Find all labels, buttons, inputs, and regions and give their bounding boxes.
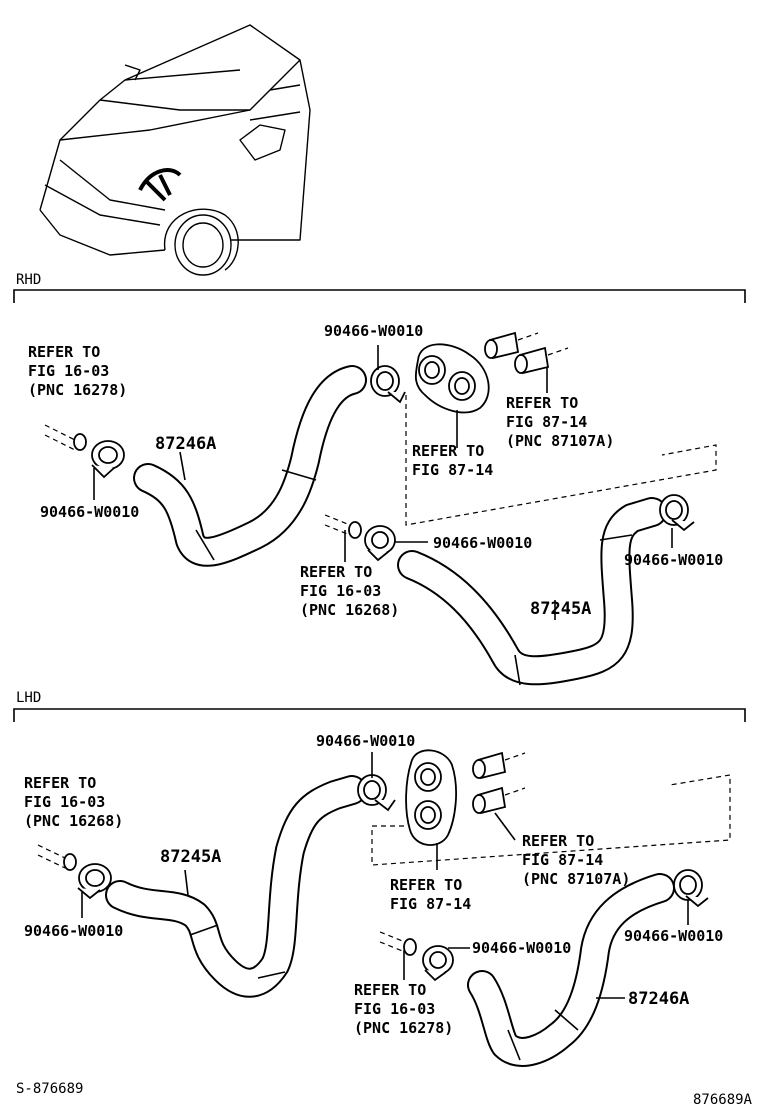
lhd-dashed-outline <box>371 774 731 866</box>
lhd-pipe-mid <box>379 931 417 956</box>
ref-line: REFER TO <box>522 832 594 850</box>
ref-line: FIG 87-14 <box>412 461 493 479</box>
lhd-ref-mid: REFER TO FIG 16-03 (PNC 16278) <box>354 981 453 1037</box>
rhd-clamp-top <box>370 365 406 404</box>
lhd-clamp-left <box>77 863 112 900</box>
rhd-grommet <box>414 343 490 414</box>
lhd-clamp-mid-label: 90466-W0010 <box>472 939 571 957</box>
lhd-ref-left: REFER TO FIG 16-03 (PNC 16268) <box>24 774 123 830</box>
ref-line: REFER TO <box>28 343 100 361</box>
ref-line: (PNC 16268) <box>24 812 123 830</box>
ref-line: REFER TO <box>354 981 426 999</box>
rhd-pipe-left <box>44 424 87 451</box>
rhd-hose-b-label: 87245A <box>530 599 591 619</box>
ref-line: (PNC 16268) <box>300 601 399 619</box>
rhd-section-bracket <box>13 289 746 303</box>
rhd-clamp-top-label: 90466-W0010 <box>324 322 423 340</box>
ref-line: REFER TO <box>412 442 484 460</box>
ref-line: REFER TO <box>24 774 96 792</box>
vehicle-locator-sketch <box>39 24 311 276</box>
lhd-section: LHD <box>13 690 746 1067</box>
rhd-ref-pipe: REFER TO FIG 87-14 (PNC 87107A) <box>506 394 614 450</box>
ref-line: FIG 16-03 <box>300 582 381 600</box>
rhd-hose-87245a <box>397 497 667 686</box>
lhd-clamp-top <box>357 774 396 812</box>
ref-line: FIG 16-03 <box>354 1000 435 1018</box>
lhd-hose-a-label: 87245A <box>160 847 221 867</box>
rhd-section-label: RHD <box>16 272 41 288</box>
ref-line: FIG 87-14 <box>522 851 603 869</box>
lhd-section-bracket <box>13 708 746 722</box>
ref-line: (PNC 16278) <box>28 381 127 399</box>
ref-line: REFER TO <box>506 394 578 412</box>
lhd-grommet <box>405 749 457 846</box>
rhd-clamp-right <box>659 494 695 532</box>
ref-line: (PNC 87107A) <box>522 870 630 888</box>
lhd-ref-pipe: REFER TO FIG 87-14 (PNC 87107A) <box>522 832 630 888</box>
ref-line: REFER TO <box>300 563 372 581</box>
rhd-dashed-outline <box>405 395 717 526</box>
ref-line: FIG 16-03 <box>24 793 105 811</box>
lhd-clamp-right-label: 90466-W0010 <box>624 927 723 945</box>
lhd-clamp-mid <box>422 945 454 982</box>
lhd-hose-b-label: 87246A <box>628 989 689 1009</box>
rhd-clamp-right-label: 90466-W0010 <box>624 551 723 569</box>
diagram-code-right: 876689A <box>693 1092 753 1108</box>
rhd-pipes-upper <box>484 331 569 375</box>
diagram-code-left: S-876689 <box>16 1081 83 1097</box>
ref-line: FIG 16-03 <box>28 362 109 380</box>
lhd-clamp-left-label: 90466-W0010 <box>24 922 123 940</box>
ref-line: (PNC 87107A) <box>506 432 614 450</box>
lhd-ref-grommet: REFER TO FIG 87-14 <box>390 876 471 913</box>
rhd-ref-mid: REFER TO FIG 16-03 (PNC 16268) <box>300 563 399 619</box>
rhd-clamp-mid-label: 90466-W0010 <box>433 534 532 552</box>
ref-line: FIG 87-14 <box>390 895 471 913</box>
ref-line: (PNC 16278) <box>354 1019 453 1037</box>
rhd-clamp-left-label: 90466-W0010 <box>40 503 139 521</box>
rhd-clamp-mid <box>364 525 396 562</box>
lhd-clamp-right <box>673 869 709 908</box>
rhd-hose-87246a <box>133 365 367 567</box>
lhd-hose-87246a <box>467 873 675 1067</box>
rhd-section: RHD <box>13 272 746 686</box>
rhd-ref-left: REFER TO FIG 16-03 (PNC 16278) <box>28 343 127 399</box>
ref-line: REFER TO <box>390 876 462 894</box>
rhd-pipe-mid <box>324 514 362 539</box>
lhd-clamp-top-label: 90466-W0010 <box>316 732 415 750</box>
ref-line: FIG 87-14 <box>506 413 587 431</box>
rhd-clamp-left <box>91 440 125 479</box>
lhd-pipe-left <box>37 844 77 871</box>
rhd-hose-a-label: 87246A <box>155 434 216 454</box>
lhd-hose-87245a <box>105 775 367 998</box>
lhd-pipes-upper <box>472 751 526 815</box>
rhd-ref-grommet: REFER TO FIG 87-14 <box>412 442 493 479</box>
lhd-section-label: LHD <box>16 690 41 706</box>
